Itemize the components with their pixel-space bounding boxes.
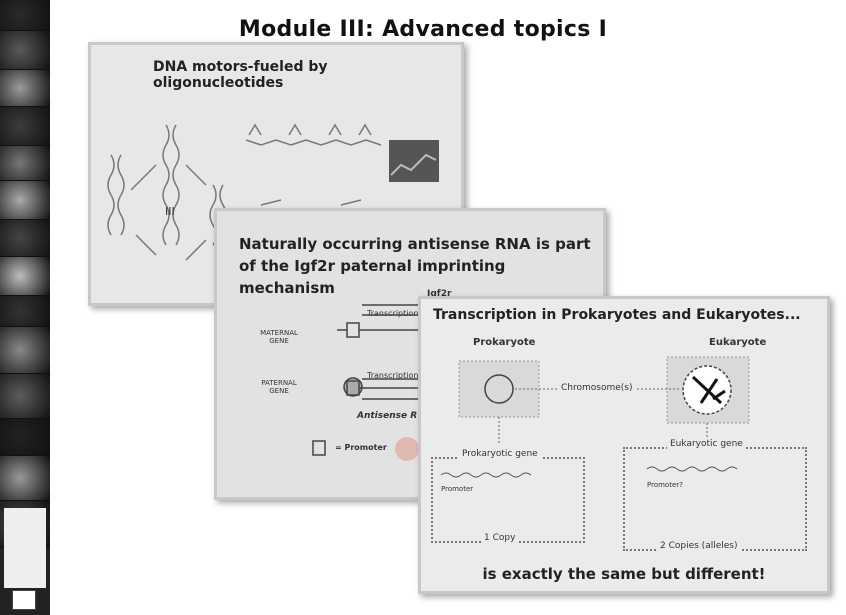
prokaryote-promoter-label: Promoter xyxy=(441,485,474,493)
prokaryotic-gene-label: Prokaryotic gene xyxy=(459,449,541,459)
strip-tile xyxy=(0,107,50,146)
eukaryotic-gene-box xyxy=(623,447,807,551)
transcription-diagram xyxy=(440,356,750,478)
maternal-label: MATERNAL GENE xyxy=(260,329,298,345)
strip-tile xyxy=(0,456,50,501)
eukaryotic-gene-label: Eukaryotic gene xyxy=(667,439,746,449)
one-copy-label: 1 Copy xyxy=(481,533,519,543)
slide-title: DNA motors-fueled by oligonucleotides xyxy=(153,59,328,91)
diagram-label: III xyxy=(165,205,175,218)
strip-logo xyxy=(12,590,36,610)
promoter-legend: = Promoter xyxy=(335,443,387,452)
paternal-label: PATERNAL GENE xyxy=(261,379,297,395)
dna-motor-diagram: III xyxy=(107,123,439,261)
eukaryote-label: Eukaryote xyxy=(709,337,767,348)
antisense-label: Antisense R xyxy=(357,411,418,421)
two-copies-label: 2 Copies (alleles) xyxy=(657,541,741,551)
strip-tile xyxy=(0,31,50,70)
page-title: Module III: Advanced topics I xyxy=(238,17,608,42)
strip-tile xyxy=(0,0,50,31)
strip-tile xyxy=(0,419,50,456)
strip-tile xyxy=(0,296,50,327)
strip-tile xyxy=(0,374,50,419)
transcription-label-2: Transcription xyxy=(367,371,419,380)
slide-title: Transcription in Prokaryotes and Eukaryo… xyxy=(433,307,801,323)
strip-caption xyxy=(4,508,46,588)
strip-tile xyxy=(0,327,50,374)
imprinting-diagram xyxy=(312,304,427,461)
strip-tile xyxy=(0,220,50,257)
strip-tile xyxy=(0,257,50,296)
image-strip xyxy=(0,0,50,615)
transcription-label-1: Transcription xyxy=(367,309,419,318)
prokaryote-label: Prokaryote xyxy=(473,337,536,348)
strip-tile xyxy=(0,181,50,220)
slide-transcription[interactable]: Transcription in Prokaryotes and Eukaryo… xyxy=(418,296,830,594)
gene-label-igf2r: Igf2r xyxy=(427,289,452,299)
chromosome-label: Chromosome(s) xyxy=(561,383,633,393)
eukaryote-promoter-label: Promoter? xyxy=(647,481,683,489)
strip-tile xyxy=(0,70,50,107)
prokaryotic-gene-box xyxy=(431,457,585,543)
slide-footer: is exactly the same but different! xyxy=(482,565,766,583)
slide-title: Naturally occurring antisense RNA is par… xyxy=(239,235,591,297)
strip-tile xyxy=(0,146,50,181)
